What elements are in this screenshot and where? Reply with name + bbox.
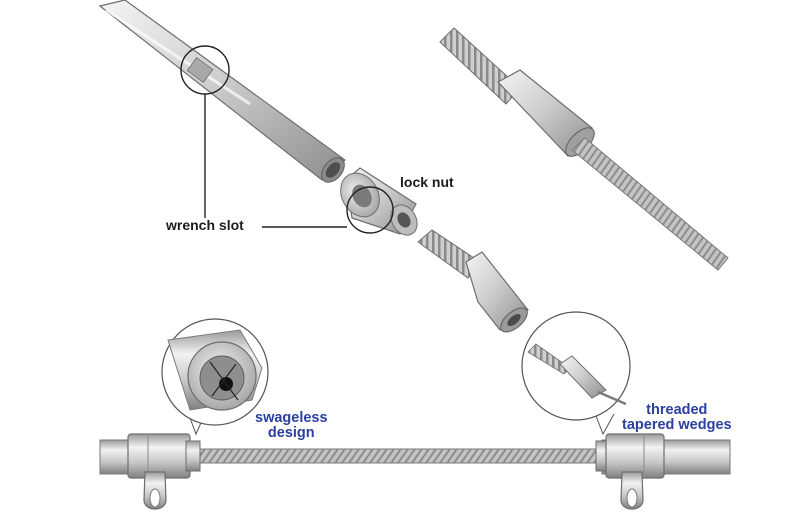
threaded-tapered-wedges-label: threaded tapered wedges	[622, 403, 732, 433]
threaded-line2: tapered wedges	[622, 417, 732, 433]
eye-end	[620, 471, 644, 510]
swageless-design-label: swageless design	[255, 411, 328, 441]
eye-end	[143, 471, 167, 510]
cable	[571, 137, 729, 271]
assembled-wedge	[439, 27, 595, 157]
lock-nut-label: lock nut	[400, 174, 454, 190]
tube-body	[98, 0, 346, 183]
swageless-line2: design	[267, 425, 315, 441]
threaded-wedge	[417, 229, 529, 333]
wrench-slot-detail	[186, 57, 214, 83]
swageless-line1: swageless	[255, 410, 328, 426]
left-fitting	[127, 433, 201, 479]
wrench-slot-label: wrench slot	[166, 217, 244, 233]
callout-magnifier	[161, 318, 269, 436]
lock-nut-circle	[346, 186, 394, 234]
lock-nut	[340, 167, 418, 236]
cable	[195, 448, 601, 464]
threaded-line1: threaded	[646, 402, 708, 418]
callout-magnifier	[521, 311, 631, 436]
